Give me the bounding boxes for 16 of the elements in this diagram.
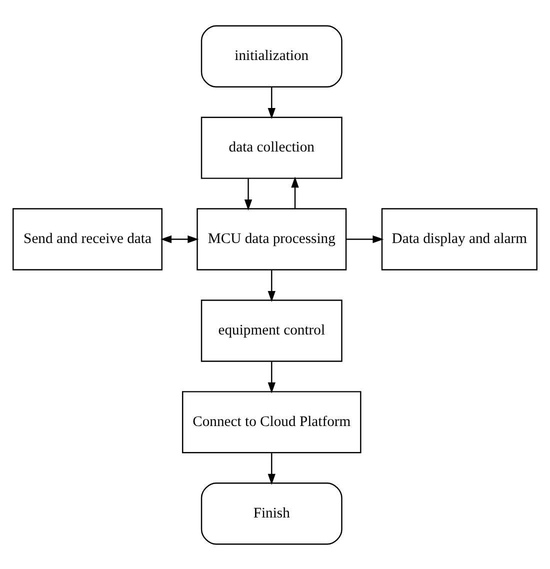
arrow bbox=[160, 234, 199, 243]
node-box: Finish bbox=[200, 482, 342, 544]
arrow bbox=[268, 270, 276, 302]
node-box: initialization bbox=[200, 24, 342, 87]
arrow bbox=[244, 178, 252, 210]
node-box: Data display and alarm bbox=[381, 208, 538, 270]
node-box: Connect to Cloud Platform bbox=[182, 390, 362, 453]
node-box: data collection bbox=[200, 116, 342, 178]
node-box: Send and receive data bbox=[12, 208, 163, 270]
arrow bbox=[346, 234, 384, 243]
node-box: MCU data processing bbox=[196, 208, 347, 270]
arrow bbox=[268, 361, 276, 393]
arrow bbox=[268, 86, 276, 119]
arrow bbox=[268, 452, 276, 484]
arrow bbox=[291, 176, 299, 208]
node-box: equipment control bbox=[200, 299, 342, 362]
